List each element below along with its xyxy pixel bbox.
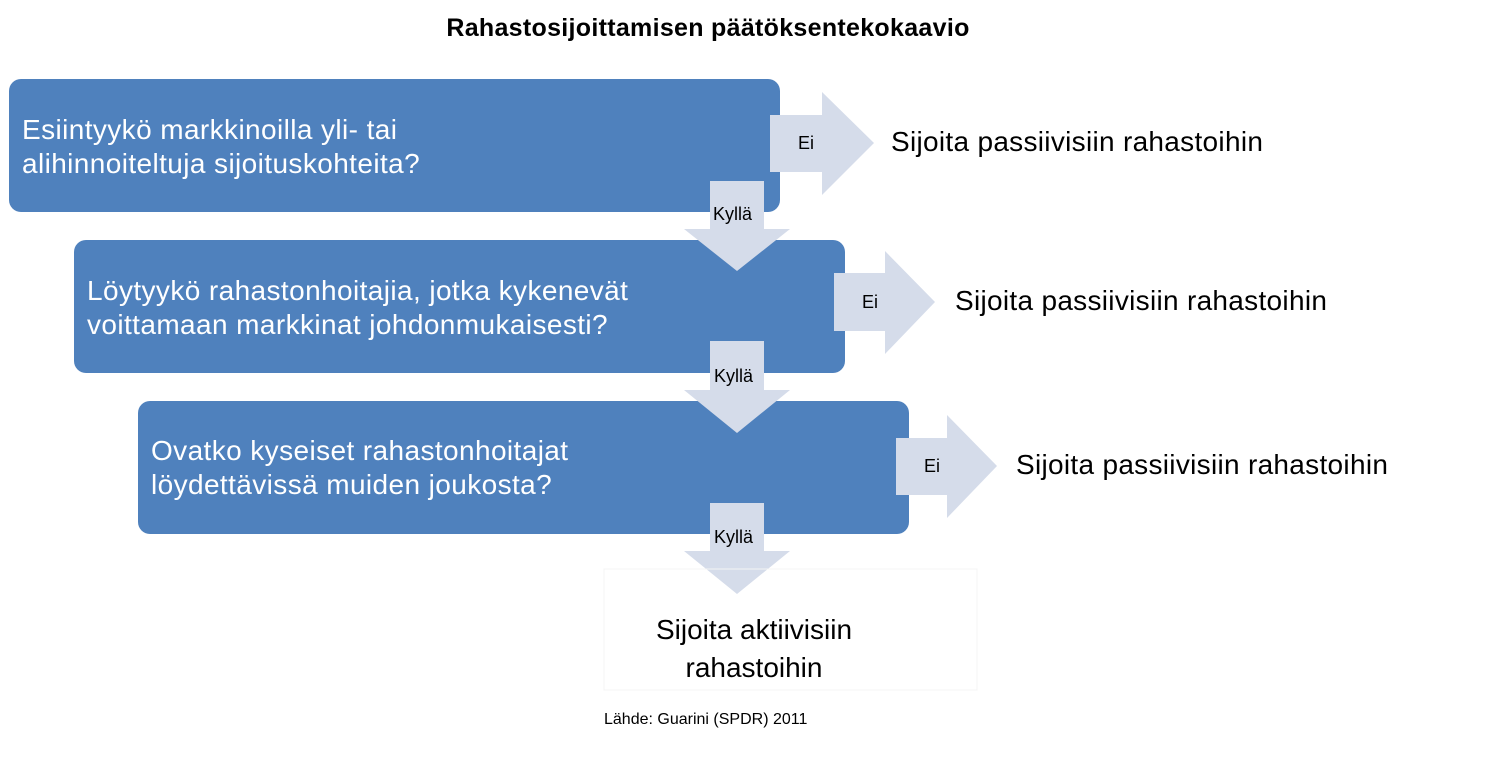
question-text-1: Esiintyykö markkinoilla yli- tai alihinn… <box>22 114 421 179</box>
no-label-2: Ei <box>862 292 879 312</box>
no-label-1: Ei <box>798 133 815 153</box>
question-box-3 <box>138 401 909 534</box>
source-note: Lähde: Guarini (SPDR) 2011 <box>604 711 808 728</box>
no-arrow-2 <box>834 251 935 354</box>
yes-arrow-3 <box>684 503 790 594</box>
question-text-2: Löytyykö rahastonhoitajia, jotka kykenev… <box>87 275 629 340</box>
no-outcome-2: Sijoita passiivisiin rahastoihin <box>955 285 1328 316</box>
question-text-3: Ovatko kyseiset rahastonhoitajat löydett… <box>151 435 569 500</box>
no-outcome-1: Sijoita passiivisiin rahastoihin <box>891 126 1264 157</box>
diagram-title: Rahastosijoittamisen päätöksentekokaavio <box>446 14 970 42</box>
no-arrow-1 <box>770 92 874 195</box>
no-label-3: Ei <box>924 456 941 476</box>
no-outcome-3: Sijoita passiivisiin rahastoihin <box>1016 449 1389 480</box>
yes-arrow-2 <box>684 341 790 433</box>
yes-label-1: Kyllä <box>713 204 753 224</box>
question-box-2 <box>74 240 845 373</box>
question-box-1 <box>9 79 780 212</box>
yes-label-3: Kyllä <box>714 527 754 547</box>
no-arrow-3 <box>896 415 997 518</box>
final-outcome-frame <box>603 568 978 691</box>
final-outcome: Sijoita aktiivisiin rahastoihin <box>655 614 853 683</box>
yes-label-2: Kyllä <box>714 366 754 386</box>
yes-arrow-1 <box>684 181 790 271</box>
